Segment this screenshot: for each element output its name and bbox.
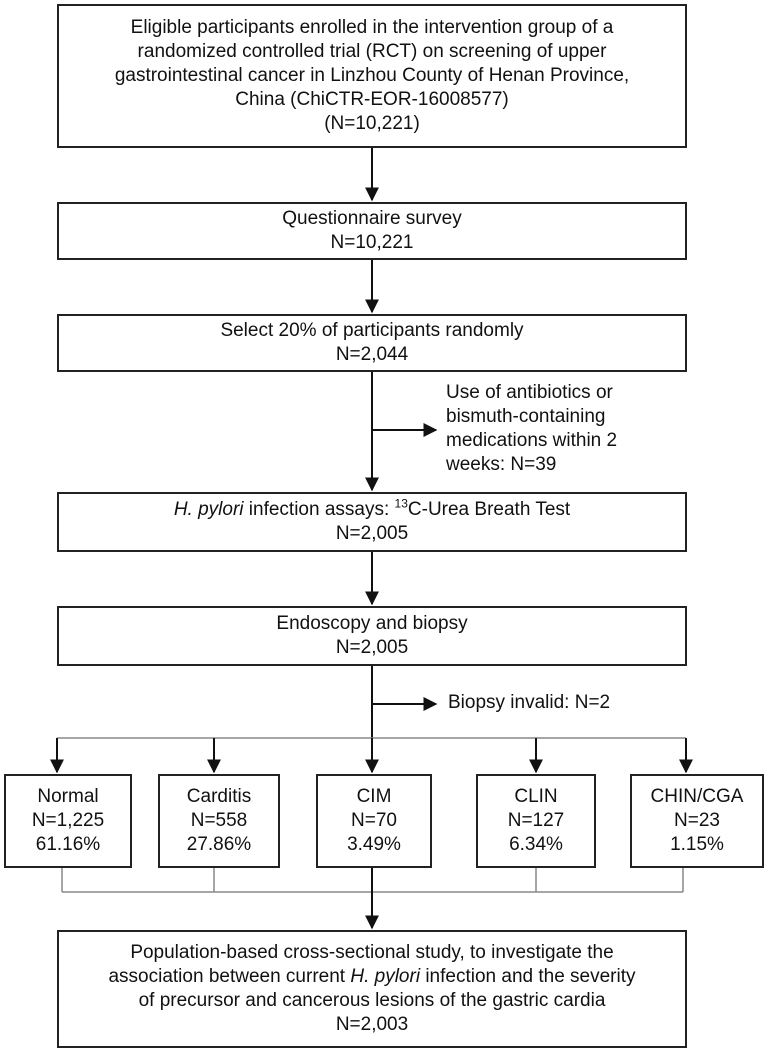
exclusion-antibiotics-line-1: Use of antibiotics or	[446, 382, 613, 403]
questionnaire-box: Questionnaire survey N=10,221	[57, 202, 687, 260]
category-percent: 6.34%	[509, 834, 563, 855]
category-name: CIM	[356, 786, 392, 807]
selection-title: Select 20% of participants randomly	[220, 320, 524, 341]
hpylori-rest: C-Urea Breath Test	[407, 499, 571, 520]
final-line-2-pre: association between current	[108, 966, 351, 987]
exclusion-biopsy-note: Biopsy invalid: N=2	[448, 691, 748, 715]
final-line-3: of precursor and cancerous lesions of th…	[138, 990, 606, 1011]
final-study-box: Population-based cross-sectional study, …	[57, 930, 687, 1048]
category-percent: 61.16%	[35, 834, 101, 855]
enrolled-line-2: randomized controlled trial (RCT) on scr…	[137, 41, 607, 62]
exclusion-antibiotics-line-2: bismuth-containing	[446, 406, 606, 427]
questionnaire-count: N=10,221	[330, 232, 414, 253]
random-selection-box: Select 20% of participants randomly N=2,…	[57, 314, 687, 372]
category-box-normal: Normal N=1,225 61.16%	[4, 774, 132, 868]
category-count: N=70	[351, 810, 397, 831]
final-line-1: Population-based cross-sectional study, …	[130, 942, 614, 963]
enrolled-participants-box: Eligible participants enrolled in the in…	[57, 4, 687, 148]
enrolled-line-3: gastrointestinal cancer in Linzhou Count…	[114, 65, 630, 86]
hpylori-assay-title: H. pylori infection assays: 13C-Urea Bre…	[174, 498, 570, 522]
endoscopy-count: N=2,005	[335, 637, 409, 658]
hpylori-assay-count: N=2,005	[335, 523, 409, 544]
category-name: Carditis	[186, 786, 252, 807]
exclusion-biopsy-text: Biopsy invalid: N=2	[448, 692, 611, 713]
category-count: N=558	[190, 810, 248, 831]
endoscopy-box: Endoscopy and biopsy N=2,005	[57, 606, 687, 666]
selection-count: N=2,044	[335, 344, 409, 365]
enrolled-line-1: Eligible participants enrolled in the in…	[130, 17, 614, 38]
exclusion-antibiotics-line-4: weeks: N=39	[446, 454, 557, 475]
category-percent: 1.15%	[670, 834, 724, 855]
exclusion-antibiotics-note: Use of antibiotics or bismuth-containing…	[446, 381, 756, 477]
category-count: N=1,225	[31, 810, 105, 831]
hpylori-assay-box: H. pylori infection assays: 13C-Urea Bre…	[57, 492, 687, 552]
hpylori-middle: infection assays:	[243, 499, 395, 520]
exclusion-antibiotics-line-3: medications within 2	[446, 430, 618, 451]
endoscopy-title: Endoscopy and biopsy	[276, 613, 468, 634]
category-name: CLIN	[514, 786, 558, 807]
enrolled-line-4: China (ChiCTR-EOR-16008577)	[235, 89, 509, 110]
category-name: CHIN/CGA	[650, 786, 744, 807]
category-percent: 27.86%	[186, 834, 252, 855]
questionnaire-title: Questionnaire survey	[282, 208, 462, 229]
final-line-2-post: infection and the severity	[420, 966, 636, 987]
category-box-cim: CIM N=70 3.49%	[316, 774, 432, 868]
category-box-carditis: Carditis N=558 27.86%	[158, 774, 280, 868]
final-count: N=2,003	[335, 1014, 409, 1035]
category-count: N=127	[507, 810, 565, 831]
category-box-clin: CLIN N=127 6.34%	[476, 774, 596, 868]
category-count: N=23	[674, 810, 720, 831]
hpylori-italic: H. pylori	[173, 499, 244, 520]
final-line-2: association between current H. pylori in…	[108, 965, 635, 989]
category-percent: 3.49%	[347, 834, 401, 855]
final-hpylori-italic: H. pylori	[350, 966, 421, 987]
isotope-superscript: 13	[394, 496, 408, 511]
category-box-chin-cga: CHIN/CGA N=23 1.15%	[630, 774, 764, 868]
category-name: Normal	[37, 786, 99, 807]
enrolled-count: (N=10,221)	[324, 113, 420, 134]
